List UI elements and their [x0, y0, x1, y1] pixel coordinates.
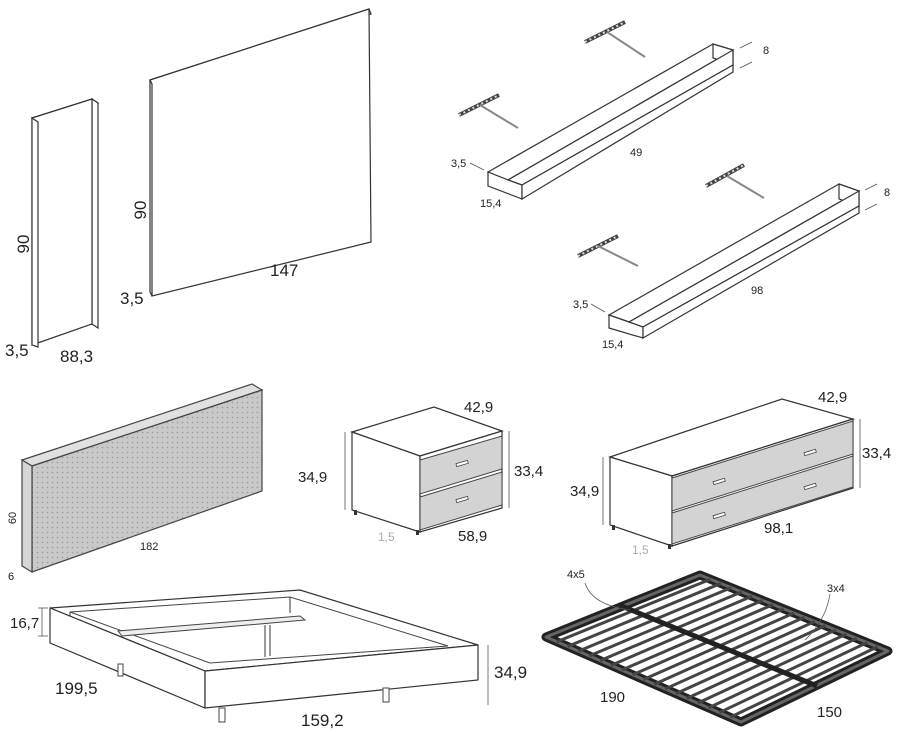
slat-base-length-label: 190	[600, 689, 625, 706]
shelf-long-width-label: 15,4	[602, 339, 623, 351]
shelf-long: 8 3,5 98 15,4	[573, 163, 890, 351]
panel-small-depth-label: 3,5	[5, 341, 29, 360]
drawer-handle-icon	[455, 495, 469, 504]
drawer-handle-icon	[455, 459, 469, 468]
slat-base: 4x5 3x4 190 150	[541, 569, 893, 727]
panel-small-width-label: 88,3	[60, 347, 93, 366]
bracket-icon	[577, 234, 639, 267]
headboard-width-label: 182	[140, 541, 158, 553]
shelf-long-length-label: 98	[751, 285, 763, 297]
nightstand-foot-label: 1,5	[378, 530, 395, 544]
bracket-icon	[584, 20, 646, 58]
slat-label-left: 4x5	[567, 569, 585, 581]
bed-frame: 16,7 199,5 159,2 34,9	[10, 589, 527, 730]
bed-frame-height-label: 16,7	[10, 615, 39, 632]
bed-height-label: 34,9	[494, 663, 527, 682]
dresser-height-front-label: 33,4	[862, 445, 891, 462]
headboard-height-label: 60	[7, 512, 19, 524]
nightstand-height-front-label: 33,4	[514, 463, 543, 480]
nightstand: 34,9 33,4 42,9 58,9 1,5	[298, 399, 543, 545]
panel-large: 90 3,5 147	[120, 8, 372, 308]
shelf-short-height-label: 8	[763, 45, 769, 57]
nightstand-depth-label: 42,9	[464, 399, 493, 416]
panel-small: 90 3,5 88,3	[5, 97, 100, 366]
drawer-handle-icon	[803, 448, 817, 457]
slat-base-width-label: 150	[817, 704, 842, 721]
shelf-long-height-label: 8	[884, 187, 890, 199]
nightstand-width-label: 58,9	[458, 528, 487, 545]
panel-large-depth-label: 3,5	[120, 289, 144, 308]
nightstand-height-total-label: 34,9	[298, 469, 327, 486]
dresser-depth-label: 42,9	[818, 389, 847, 406]
headboard-depth-label: 6	[8, 571, 14, 583]
headboard: 60 6 182	[7, 383, 264, 583]
shelf-long-depth-label: 3,5	[573, 299, 588, 311]
dresser-height-total-label: 34,9	[570, 483, 599, 500]
slat-label-right: 3x4	[827, 583, 845, 595]
panel-large-height-label: 90	[131, 201, 150, 220]
shelf-short: 8 3,5 49 15,4	[451, 20, 769, 210]
shelf-short-length-label: 49	[630, 147, 642, 159]
drawer-handle-icon	[712, 511, 726, 520]
dresser-foot-label: 1,5	[632, 543, 649, 557]
drawer-handle-icon	[803, 482, 817, 491]
bed-length-label: 199,5	[55, 679, 98, 698]
panel-small-height-label: 90	[14, 235, 33, 254]
shelf-short-width-label: 15,4	[480, 198, 501, 210]
dresser: 34,9 33,4 42,9 98,1 1,5	[570, 389, 891, 557]
panel-large-width-label: 147	[270, 261, 298, 280]
bracket-icon	[458, 93, 519, 129]
shelf-short-depth-label: 3,5	[451, 158, 466, 170]
drawer-handle-icon	[712, 477, 726, 486]
bracket-icon	[705, 163, 765, 199]
dresser-width-label: 98,1	[764, 520, 793, 537]
bed-width-label: 159,2	[301, 711, 344, 730]
